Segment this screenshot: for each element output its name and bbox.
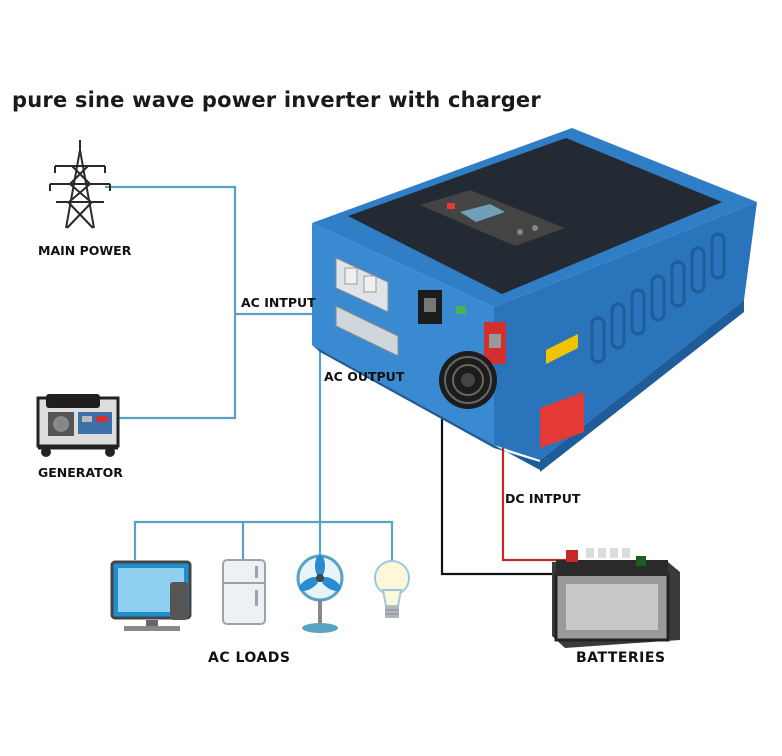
dc-input-label: DC INTPUT xyxy=(505,491,581,506)
fridge-icon xyxy=(222,559,266,625)
fan-icon xyxy=(296,554,344,633)
ac-input-label: AC INTPUT xyxy=(241,295,316,310)
inverter-unit-icon xyxy=(312,128,757,472)
lightbulb-icon xyxy=(374,560,410,618)
power-tower-icon xyxy=(49,140,111,229)
ac-loads-label: AC LOADS xyxy=(208,650,291,666)
page-title: pure sine wave power inverter with charg… xyxy=(12,88,541,112)
battery-icon xyxy=(552,548,680,648)
tv-icon xyxy=(110,560,192,631)
main-power-label: MAIN POWER xyxy=(38,243,132,258)
ac-output-label: AC OUTPUT xyxy=(324,369,405,384)
generator-label: GENERATOR xyxy=(38,465,123,480)
batteries-label: BATTERIES xyxy=(576,650,666,666)
generator-icon xyxy=(36,394,120,457)
